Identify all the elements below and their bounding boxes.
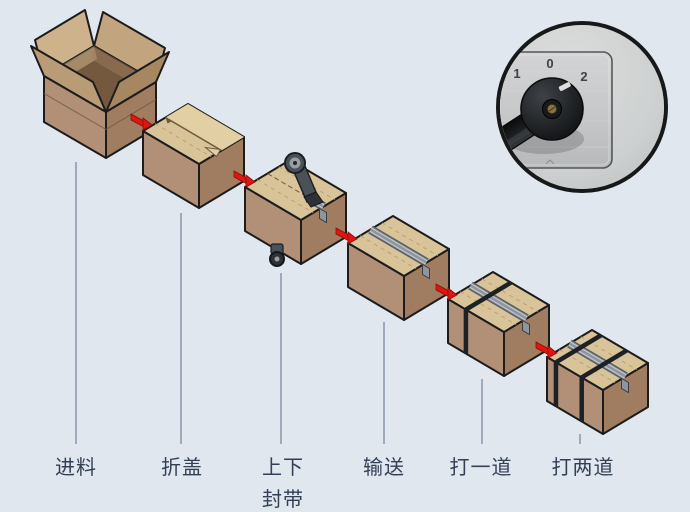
switch-position-0: 0 — [546, 56, 553, 71]
tape-applicator — [284, 152, 324, 208]
step-label-strap-one: 打一道 — [449, 457, 513, 479]
bottom-tape-roller — [269, 243, 285, 267]
switch-position-2: 2 — [580, 69, 587, 84]
flow-arrow — [335, 227, 358, 245]
step-label-strap-two: 打两道 — [551, 457, 615, 479]
box-one-strap — [447, 271, 550, 377]
flow-arrow — [535, 341, 558, 359]
box-folded — [142, 103, 245, 209]
knob-indicator-mark — [558, 82, 571, 91]
flow-arrow — [130, 113, 153, 131]
box-two-straps — [546, 329, 649, 435]
flow-arrow — [233, 170, 256, 188]
step-label-fold: 折盖 — [161, 457, 203, 479]
switch-position-1: 1 — [513, 66, 520, 81]
rotary-switch-graphic: 1 0 2 — [500, 25, 664, 189]
step-label-seal: 上下 封带 — [262, 457, 304, 511]
step-label-convey: 输送 — [363, 457, 405, 479]
flow-arrow — [435, 283, 458, 301]
rotary-switch-inset: 1 0 2 — [496, 21, 668, 193]
box-open-feed — [30, 9, 170, 159]
box-taped-convey — [347, 215, 450, 321]
step-label-feed: 进料 — [55, 457, 97, 479]
